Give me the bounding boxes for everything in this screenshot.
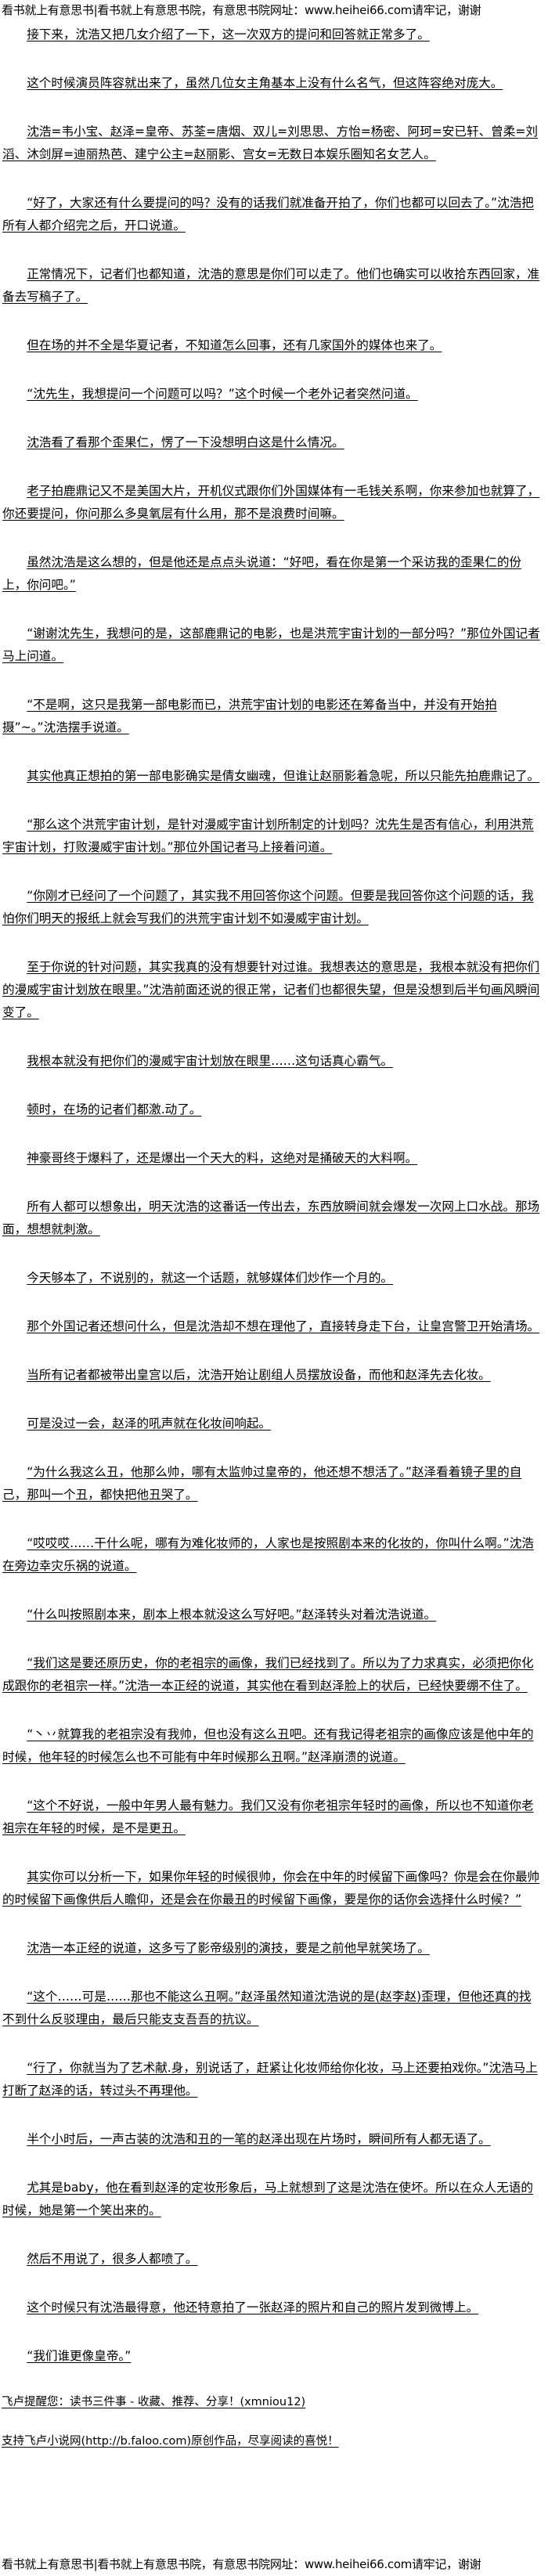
footer-line: 支持飞卢小说网(http://b.faloo.com)原创作品，尽享阅读的喜悦！ [2,2435,339,2448]
paragraph: 所有人都可以想象出，明天沈浩的这番话一传出去，东西放瞬间就会爆发一次网上口水战。… [2,1200,540,1236]
paragraph: “谢谢沈先生，我想问的是，这部鹿鼎记的电影，也是洪荒宇宙计划的一部分吗？”那位外… [2,626,540,663]
paragraph: “这个不好说，一般中年男人最有魅力。我们又没有你老祖宗年轻时的画像，所以也不知道… [2,1799,534,1835]
paragraph: 可是没过一会，赵泽的吼声就在化妆间响起。 [27,1416,272,1431]
paragraph: 这个时候只有沈浩最得意，他还特意拍了一张赵泽的照片和自己的照片发到微博上。 [27,2300,479,2314]
paragraph: 我根本就没有把你们的漫威宇宙计划放在眼里……这句话真心霸气。 [27,1054,394,1068]
paragraph: “行了，你就当为了艺术献.身，别说话了，赶紧让化妆师给你化妆，马上还要拍戏你。”… [2,2061,538,2098]
paragraph: 沈浩=韦小宝、赵泽=皇帝、苏荃=唐烟、双儿=刘思思、方怡=杨密、阿珂=安已轩、曾… [2,124,539,161]
paragraph: 尤其是baby，他在看到赵泽的定妆形象后，马上就想到了这是沈浩在使坏。所以在众人… [2,2181,533,2217]
paragraph: 正常情况下，记者们也都知道，沈浩的意思是你们可以走了。他们也确实可以收拾东西回家… [2,267,540,304]
chapter-content: 接下来，沈浩又把几女介绍了一下，这一次双方的提问和回答就正常多了。这个时候演员阵… [0,19,548,2368]
paragraph: “你刚才已经问了一个问题了，其实我不用回答你这个问题。但要是我回答你这个问题的话… [2,889,534,925]
paragraph: 沈浩一本正经的说道，这多亏了影帝级别的演技，要是之前他早就笑场了。 [27,1941,430,1955]
footer-notes: 飞卢提醒您：读书三件事 - 收藏、推荐、分享！(xmniou12) 支持飞卢小说网… [0,2394,548,2450]
paragraph: “那么这个洪荒宇宙计划，是针对漫威宇宙计划所制定的计划吗？沈先生是否有信心，利用… [2,817,534,854]
paragraph: 其实你可以分析一下，如果你年轻的时候很帅，你会在中年的时候留下画像吗？你是会在你… [2,1870,540,1907]
site-banner-bottom: 看书就上有意思书|看书就上有意思书院，有意思书院网址：www.heihei66.… [2,2557,481,2571]
paragraph: 这个时候演员阵容就出来了，虽然几位女主角基本上没有什么名气，但这阵容绝对庞大。 [27,76,503,90]
paragraph: 但在场的并不全是华夏记者，不知道怎么回事，还有几家国外的媒体也来了。 [27,338,442,352]
paragraph: “我们谁更像皇帝。” [27,2349,132,2363]
paragraph: “好了，大家还有什么要提问的吗？没有的话我们就准备开拍了，你们也都可以回去了。”… [2,196,534,233]
paragraph: “丶丷就算我的老祖宗没有我帅，但也没有这么丑吧。还有我记得老祖宗的画像应该是他中… [2,1727,534,1764]
paragraph: 虽然沈浩是这么想的，但是他还是点点头说道：“好吧，看在你是第一个采访我的歪果仁的… [2,555,522,592]
paragraph: 沈浩看了看那个歪果仁，愣了一下没想明白这是什么情况。 [27,435,344,449]
paragraph: “哎哎哎……干什么呢，哪有为难化妆师的，人家也是按照剧本来的化妆的，你叫什么啊。… [2,1536,534,1573]
paragraph: 其实他真正想拍的第一部电影确实是倩女幽魂，但谁让赵丽影着急呢，所以只能先拍鹿鼎记… [27,769,540,783]
paragraph: 那个外国记者还想问什么，但是沈浩却不想在理他了，直接转身走下台，让皇宫警卫开始清… [27,1319,540,1333]
paragraph: “沈先生，我想提问一个问题可以吗？”这个时候一个老外记者突然问道。 [27,387,418,401]
paragraph: 当所有记者都被带出皇宫以后，沈浩开始让剧组人员摆放设备，而他和赵泽先去化妆。 [27,1368,491,1382]
paragraph: 接下来，沈浩又把几女介绍了一下，这一次双方的提问和回答就正常多了。 [27,27,430,41]
paragraph: 老子拍鹿鼎记又不是美国大片，开机仪式跟你们外国媒体有一毛钱关系啊，你来参加也就算… [2,484,540,521]
paragraph: “我们这是要还原历史，你的老祖宗的画像，我们已经找到了。所以为了力求真实，必须把… [2,1656,534,1693]
paragraph: 今天够本了，不说别的，就这一个话题，就够媒体们炒作一个月的。 [27,1271,394,1285]
paragraph: “为什么我这么丑，他那么帅，哪有太监帅过皇帝的，他还想不想活了。”赵泽看着镜子里… [2,1465,522,1502]
paragraph: “不是啊，这只是我第一部电影而已，洪荒宇宙计划的电影还在筹备当中，并没有开始拍摄… [2,698,497,734]
paragraph: 然后不用说了，很多人都喷了。 [27,2252,198,2266]
paragraph: “这个……可是……那也不能这么丑啊。”赵泽虽然知道沈浩说的是(赵李赵)歪理，但他… [2,1990,532,2026]
paragraph: 神豪哥终于爆料了，还是爆出一个天大的料，这绝对是捅破天的大料啊。 [27,1151,418,1165]
paragraph: 顿时，在场的记者们都激.动了。 [27,1102,202,1117]
paragraph: “什么叫按照剧本来，剧本上根本就没这么写好吧。”赵泽转头对着沈浩说道。 [27,1607,437,1622]
paragraph: 半个小时后，一声古装的沈浩和丑的一笔的赵泽出现在片场时，瞬间所有人都无语了。 [27,2132,491,2146]
paragraph: 至于你说的针对问题，其实我真的没有想要针对过谁。我想表达的意思是，我根本就没有把… [2,960,540,1019]
site-banner-top: 看书就上有意思书|看书就上有意思书院，有意思书院网址：www.heihei66.… [2,3,481,17]
footer-line: 飞卢提醒您：读书三件事 - 收藏、推荐、分享！(xmniou12) [2,2396,306,2408]
